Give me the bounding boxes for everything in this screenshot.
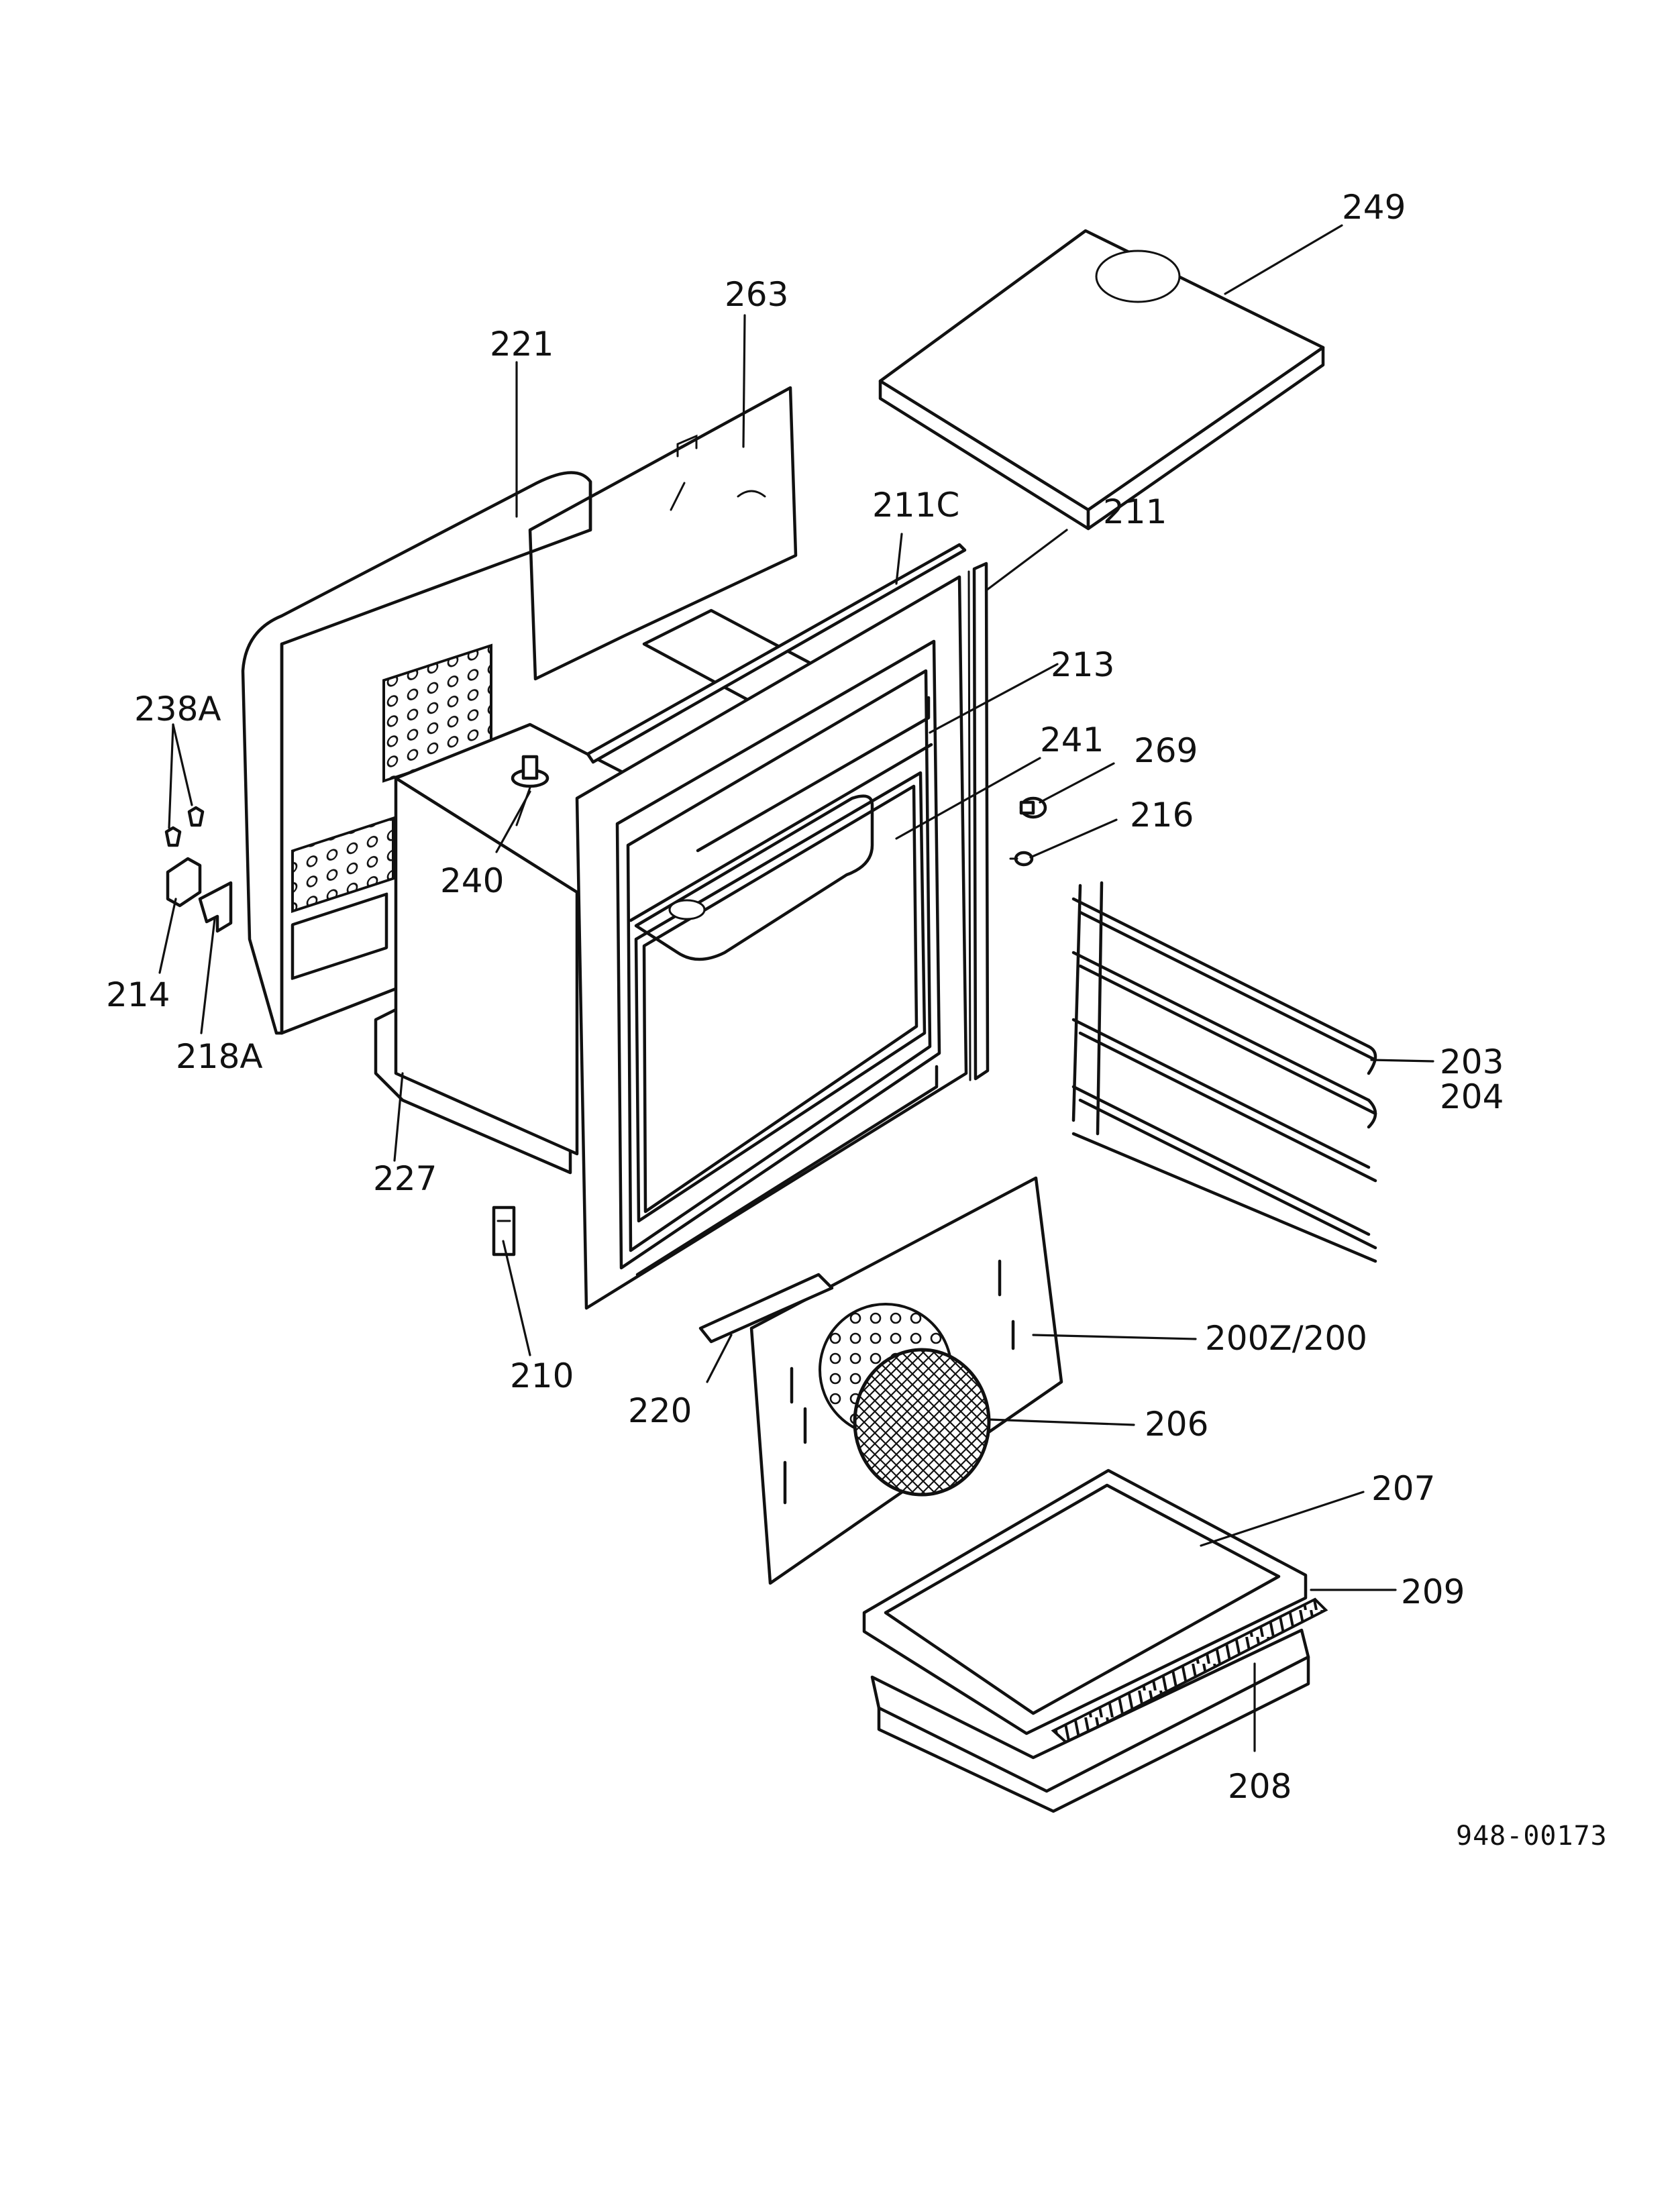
callout-208: 208 — [1228, 1767, 1292, 1806]
back-insulation-panel — [528, 386, 798, 681]
callout-241: 241 — [1040, 720, 1104, 759]
screw-216 — [1009, 851, 1034, 867]
callout-214: 214 — [106, 975, 170, 1014]
bracket-220 — [698, 1273, 834, 1344]
callout-209: 209 — [1401, 1572, 1465, 1611]
hardware-parts — [164, 796, 1047, 1256]
callout-269: 269 — [1134, 731, 1198, 770]
callout-238A: 238A — [134, 690, 221, 729]
callout-216: 216 — [1130, 796, 1194, 835]
callout-210: 210 — [510, 1356, 574, 1395]
upper-heating-element — [634, 794, 874, 961]
thermostat-sensor — [511, 755, 549, 788]
callout-218A: 218A — [176, 1037, 263, 1076]
side-shelf-runners — [1071, 881, 1377, 1263]
bracket-218A — [198, 881, 233, 933]
callout-221: 221 — [490, 325, 554, 364]
screws-238A — [164, 806, 205, 847]
callout-213: 213 — [1051, 645, 1114, 684]
callout-211: 211 — [1103, 492, 1167, 531]
document-number: 948-00173 — [1456, 1821, 1608, 1852]
callout-220: 220 — [628, 1391, 692, 1430]
frame-trim-parts — [586, 543, 990, 1081]
hinge-214 — [166, 857, 202, 908]
callout-240: 240 — [440, 861, 504, 900]
trays — [862, 1468, 1328, 1813]
callout-211C: 211C — [872, 486, 959, 525]
front-frame — [575, 575, 968, 1310]
callout-200Z: 200Z/200 — [1205, 1319, 1367, 1358]
callout-204: 204 — [1440, 1077, 1504, 1116]
callout-227: 227 — [373, 1159, 437, 1198]
top-insulation-panel — [878, 229, 1325, 531]
fan-filter-206 — [853, 1348, 991, 1497]
callout-labels: 249 263 221 211C 211 213 241 269 216 238… — [106, 188, 1608, 1852]
rear-lower-vent — [291, 816, 395, 913]
callout-206: 206 — [1145, 1405, 1208, 1444]
leader-lines — [158, 224, 1434, 1752]
callout-263: 263 — [725, 275, 788, 314]
callout-207: 207 — [1371, 1469, 1435, 1508]
fan-rear-panel — [698, 1176, 1063, 1585]
callout-249: 249 — [1342, 188, 1406, 227]
callout-203: 203 — [1440, 1042, 1504, 1081]
vent-hole — [1095, 250, 1181, 303]
